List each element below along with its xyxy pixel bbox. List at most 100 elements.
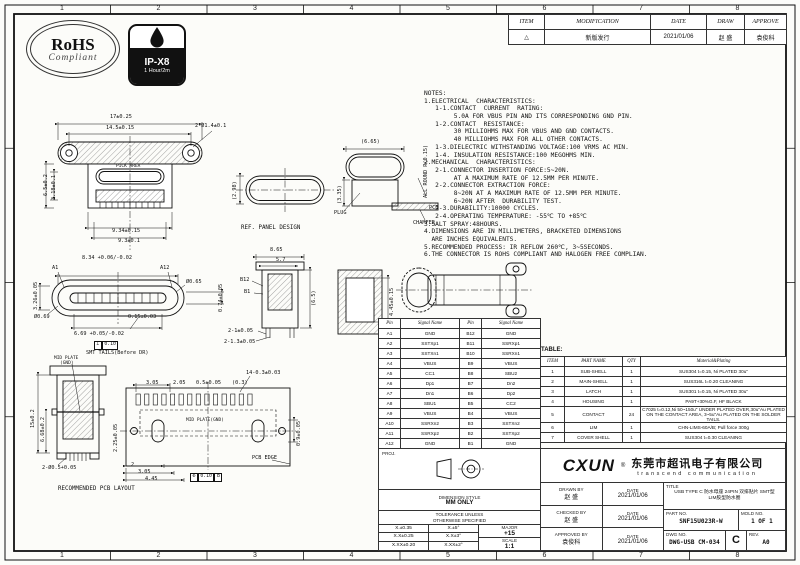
dim-label: 5.7: [276, 257, 286, 263]
dim-label: 17±0.25: [110, 114, 132, 120]
item-cell: 3: [541, 387, 565, 397]
grid-ref-bottom-1: 1: [60, 552, 64, 559]
item-cell: 6: [541, 423, 565, 433]
pin-cell: A4: [379, 359, 401, 369]
dim-label: 2-Ø1.4±0.1: [195, 123, 227, 129]
part-name-cell: LATCH: [565, 387, 623, 397]
pin-cell: A5: [379, 369, 401, 379]
item-cell: 5: [541, 407, 565, 423]
pin-callout: B1: [244, 289, 251, 295]
drawn-by-row: DRAWN BY 赵 盛 DATE 2021/01/06: [541, 483, 663, 506]
dim-label: 8.65: [270, 247, 283, 253]
all-round-note: ALL ROUND R(0.15): [423, 144, 429, 198]
grid-ref-bottom-7: 7: [639, 552, 643, 559]
checked-by-label: CHECKED BY: [556, 509, 587, 515]
pin-cell: A6: [379, 379, 401, 389]
qty-cell: 1: [623, 377, 641, 387]
title-block-right: CXUN ® 东莞市超讯电子有限公司 transcend communicati…: [541, 449, 785, 551]
drawn-by-label: DRAWN BY: [558, 486, 584, 492]
dim-label: 6.5±0.2: [43, 174, 49, 196]
dim-label: (6.5): [311, 290, 317, 306]
dim-label: 9.34±0.15: [112, 228, 141, 234]
grid-ref-top-1: 1: [60, 5, 64, 12]
side-section-drawing: [251, 254, 312, 342]
pin-cell: A7: [379, 389, 401, 399]
tolerance-linear: X.XX±0.20: [379, 541, 429, 550]
pin-callout: B12: [240, 277, 250, 283]
pcb-edge-label: PCB EDGE: [252, 455, 277, 461]
qty-cell: 24: [623, 407, 641, 423]
pin-cell: B12: [460, 329, 482, 339]
dim-label: 3.05: [146, 380, 159, 386]
mating-face-drawing: [38, 271, 224, 330]
signal-cell: GND: [482, 329, 541, 339]
part-name-cell: MAIN-SHELL: [565, 377, 623, 387]
signal-cell: Dn2: [482, 379, 541, 389]
front-view-dimensions: [44, 122, 213, 250]
pin-callout: A1: [52, 265, 59, 271]
mold-no-label: MOLD NO.: [740, 511, 764, 516]
item-cell: 7: [541, 433, 565, 443]
dim-label: 9.3±0.1: [118, 238, 140, 244]
dim-label: 6.68±0.2: [40, 417, 46, 442]
sheet-frame: [4, 4, 796, 561]
ip-rating-badge: IP-X8 1 Hour/2m: [128, 24, 186, 86]
revision-header-modification: MODIFICATION: [545, 15, 651, 30]
date-label: DATE: [626, 533, 639, 539]
dim-label: (6.65): [361, 139, 380, 145]
pin-cell: B10: [460, 349, 482, 359]
title-block: PROJ. DIMENSION STYLE MM ONLY TOLERANCE …: [378, 448, 786, 551]
item-cell: 4: [541, 397, 565, 407]
dim-label: Ø0.69: [34, 314, 50, 320]
dim-label: (2.98): [232, 181, 238, 200]
rohs-subtitle: Compliant: [48, 52, 98, 63]
pin-cell: A11: [379, 429, 401, 439]
scale-cell: SCALE 1:1: [479, 538, 540, 550]
smt-tails-note: SMT TAILS(Before DR): [86, 350, 149, 356]
drawing-title-line1: USB TYPE C 防水母座 24PIN 双排贴片 SMT型: [674, 490, 775, 496]
tolerance-block: TOLERANCE UNLESS OTHERWISE SPECIFIED X.±…: [379, 511, 540, 550]
parts-header-item: ITEM: [541, 357, 565, 367]
qty-cell: 1: [623, 433, 641, 443]
panel-cutout-drawing: [236, 168, 334, 212]
major-value: +15: [503, 530, 516, 537]
pin-cell: B6: [460, 389, 482, 399]
dim-label: 3.18±0.1: [51, 175, 57, 200]
plug-label: PLUG: [334, 210, 347, 216]
part-name-cell: COVER SHELL: [565, 433, 623, 443]
revision-modification: 新版发行: [545, 30, 651, 45]
dim-label: 8.34 +0.06/-0.02: [82, 255, 132, 261]
checked-by-value: 赵 盛: [564, 517, 579, 524]
drawing-title-line2: LIM胶型防水圈: [708, 496, 741, 501]
grid-ref-bottom-5: 5: [446, 552, 450, 559]
dwg-no-label: DWG NO.: [666, 531, 687, 537]
projection-cell: PROJ.: [379, 449, 540, 490]
grid-ref-top-5: 5: [446, 5, 450, 12]
tolerance-angular: X.XX±2°: [429, 541, 479, 550]
major-label: MAJOR: [501, 525, 518, 530]
signal-cell: Dp1: [401, 379, 460, 389]
drawn-by-value: 赵 盛: [564, 494, 579, 501]
signal-cell: VBUS: [401, 409, 460, 419]
part-no-label: PART NO.: [666, 511, 688, 516]
approved-by-value: 袁俊科: [562, 540, 581, 547]
dim-label: 2-1±0.05: [228, 328, 253, 334]
signal-cell: SBU2: [482, 369, 541, 379]
part-name-cell: SUB-SHELL: [565, 367, 623, 377]
drawing-info-block: TITLE USB TYPE C 防水母座 24PIN 双排贴片 SMT型 LI…: [664, 483, 785, 550]
grid-ref-bottom-4: 4: [349, 552, 354, 559]
dwg-no-cell: DWG NO. DWG-USB CM-034: [664, 530, 726, 550]
ip-duration-text: 1 Hour/2m: [144, 68, 170, 75]
revision-draw: 赵 盛: [707, 30, 745, 45]
grid-ref-bottom-3: 3: [253, 552, 257, 559]
dim-label: 4.45±0.15: [389, 287, 395, 316]
item-cell: 2: [541, 377, 565, 387]
company-logo-row: CXUN ® 东莞市超讯电子有限公司 transcend communicati…: [541, 449, 785, 483]
rohs-logo: RoHS Compliant: [26, 20, 120, 78]
approved-by-label: APPROVED BY: [554, 532, 588, 538]
signal-cell: VBUS: [401, 359, 460, 369]
qty-cell: 1: [623, 387, 641, 397]
dim-label: 2-1.3±0.05: [224, 339, 256, 345]
pin-cell: A2: [379, 339, 401, 349]
